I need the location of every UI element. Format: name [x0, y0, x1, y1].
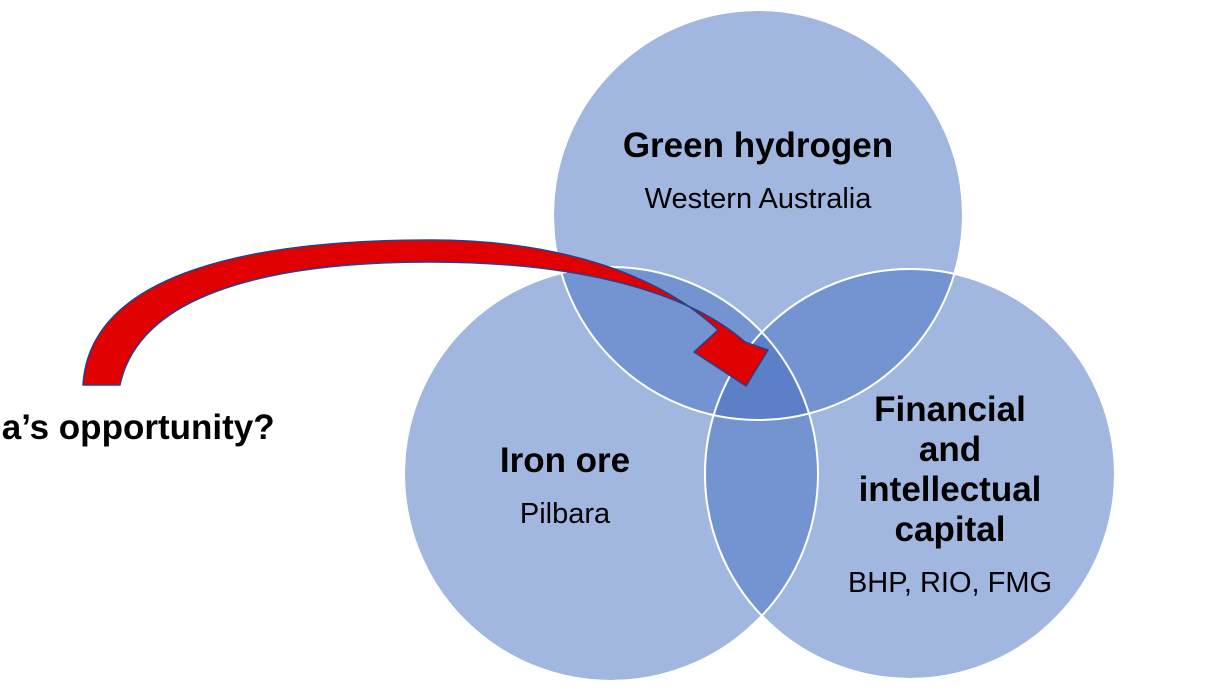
capital-title-line-1: Financial: [874, 390, 1026, 429]
opportunity-question: ia’s opportunity?: [0, 408, 275, 448]
curved-arrow-icon: [82, 239, 769, 387]
green-hydrogen-title: Green hydrogen: [622, 126, 894, 165]
green-hydrogen-subtitle: Western Australia: [644, 183, 872, 215]
iron-ore-title: Iron ore: [499, 441, 631, 480]
capital-title-line-4: capital: [894, 510, 1006, 549]
iron-ore-subtitle: Pilbara: [519, 498, 611, 530]
capital-title-line-3: intellectual: [858, 470, 1042, 509]
label-green-hydrogen: Green hydrogen Western Australia: [558, 126, 958, 216]
label-capital: Financial and intellectual capital BHP, …: [800, 390, 1100, 600]
capital-subtitle: BHP, RIO, FMG: [847, 567, 1053, 599]
label-iron-ore: Iron ore Pilbara: [415, 441, 715, 531]
overlap-hydrogen-iron: [553, 267, 818, 420]
overlap-hydrogen-capital: [705, 269, 963, 420]
opportunity-question-text: ia’s opportunity?: [0, 408, 275, 447]
capital-title-line-2: and: [918, 430, 982, 469]
